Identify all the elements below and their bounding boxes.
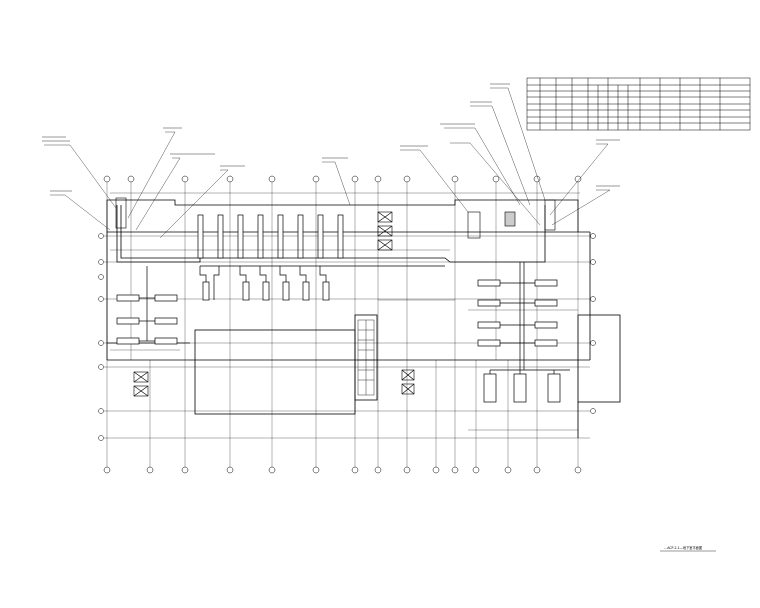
building-walls xyxy=(106,199,621,438)
fan-coil-units-left xyxy=(116,266,178,345)
shaft-boxes xyxy=(115,197,556,397)
fan-coil-branches-middle xyxy=(199,266,330,301)
annotation-marks xyxy=(42,83,620,192)
grid-bubbles-bottom xyxy=(103,466,582,474)
callout-leaders xyxy=(44,87,611,239)
diffuser-branches-bottom-right xyxy=(483,369,570,403)
dimension-lines xyxy=(110,192,580,431)
drawing-title: …ACP-2-1—地下室平面图 xyxy=(664,545,702,550)
branch-risers-top xyxy=(197,214,344,259)
grid-lines xyxy=(104,182,590,467)
equipment-schedule-table xyxy=(526,77,751,131)
main-supply-duct xyxy=(116,205,546,267)
grid-bubbles-sides xyxy=(98,233,596,441)
escalator xyxy=(357,319,375,396)
grid-bubbles-top xyxy=(103,175,582,183)
fan-coil-units-right xyxy=(477,262,558,370)
